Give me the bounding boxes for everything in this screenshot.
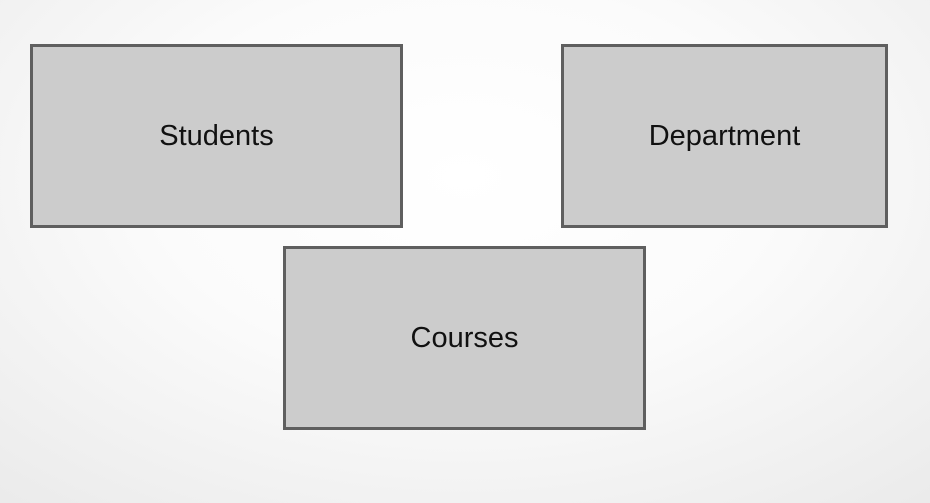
entity-label-department: Department	[648, 119, 801, 152]
entity-box-courses[interactable]: Courses	[283, 246, 646, 430]
entity-label-courses: Courses	[410, 321, 519, 354]
entity-label-students: Students	[159, 119, 274, 152]
entity-box-department[interactable]: Department	[561, 44, 888, 228]
entity-box-students[interactable]: Students	[30, 44, 403, 228]
